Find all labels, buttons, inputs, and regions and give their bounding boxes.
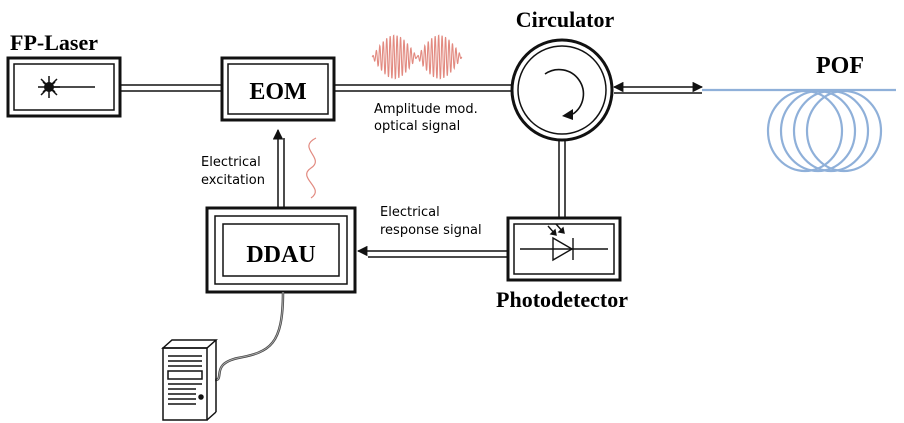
laser-burst-icon	[38, 76, 95, 98]
circulator-photodetector-link	[558, 140, 566, 218]
fp-laser-label: FP-Laser	[10, 30, 98, 55]
excitation-wave-icon	[306, 137, 317, 199]
circulator-pof-link	[612, 81, 704, 94]
response-label-line1: Electrical	[380, 205, 440, 220]
ddau-label: DDAU	[246, 242, 315, 268]
circulator-label: Circulator	[516, 7, 615, 32]
amplitude-label-line2: optical signal	[374, 119, 460, 134]
ddau-eom-link	[272, 128, 285, 208]
excitation-label-line1: Electrical	[201, 155, 261, 170]
laser-eom-link	[120, 84, 222, 92]
pof-label: POF	[816, 53, 864, 79]
ddau-block	[205, 206, 357, 294]
amplitude-label-line1: Amplitude mod.	[374, 102, 478, 117]
modulated-wave-icon	[371, 34, 463, 80]
circulation-arrow-icon	[562, 109, 573, 120]
excitation-label-line2: excitation	[201, 173, 265, 188]
photodiode-icon	[520, 223, 608, 262]
pof-fiber-coil	[702, 88, 896, 173]
computer-tower-icon	[161, 339, 218, 421]
photodetector-label: Photodetector	[496, 287, 628, 312]
photodetector-block	[506, 216, 622, 282]
fp-laser-block	[6, 56, 122, 118]
eom-block	[220, 56, 336, 122]
computer-cable	[214, 291, 285, 382]
circulator-block	[510, 38, 614, 142]
eom-circulator-link	[334, 84, 512, 92]
photodetector-ddau-link	[356, 245, 508, 258]
response-label-line2: response signal	[380, 223, 482, 238]
eom-label: EOM	[249, 79, 306, 105]
